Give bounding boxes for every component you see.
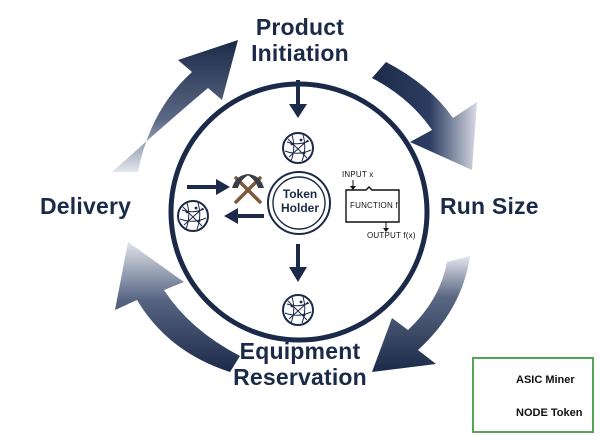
arrow-right-to-miner bbox=[187, 179, 230, 195]
legend-node-token-label: NODE Token bbox=[516, 407, 583, 419]
arrow-left-to-token bbox=[224, 208, 264, 224]
cycle-arrow-bottom-left bbox=[115, 242, 240, 372]
token-holder-label: Token Holder bbox=[272, 187, 328, 216]
arrow-down-top bbox=[289, 80, 307, 118]
function-box bbox=[345, 180, 400, 232]
token-holder-line: Token bbox=[282, 187, 318, 201]
cycle-arrow-top-right bbox=[372, 62, 477, 170]
stage-label-delivery: Delivery bbox=[40, 193, 132, 219]
cycle-arrow-bottom-right bbox=[372, 256, 470, 372]
node-token-icon bbox=[282, 294, 314, 326]
function-output-label: OUTPUT f(x) bbox=[367, 231, 416, 240]
cycle-arrow-top-left bbox=[112, 40, 238, 172]
stage-label-run-size: Run Size bbox=[440, 193, 539, 219]
legend-box: ASIC Miner NODE Token bbox=[472, 357, 594, 433]
token-holder-line: Holder bbox=[280, 201, 319, 216]
function-name-label: FUNCTION f: bbox=[350, 201, 401, 210]
stage-label-line: Product bbox=[255, 14, 345, 40]
function-input-label: INPUT x bbox=[342, 170, 374, 179]
pickaxe-icon bbox=[232, 174, 264, 204]
node-token-icon bbox=[282, 132, 314, 164]
arrow-down-bottom bbox=[289, 244, 307, 282]
legend-asic-miner-label: ASIC Miner bbox=[516, 374, 575, 386]
stage-label-line: Reservation bbox=[233, 364, 367, 391]
stage-label-equipment-reservation: Equipment Reservation bbox=[205, 338, 395, 391]
stage-label-line: Equipment bbox=[239, 338, 361, 364]
stage-label-line: Initiation bbox=[251, 40, 349, 67]
node-token-icon bbox=[177, 200, 209, 232]
token-holder-badge bbox=[267, 171, 331, 235]
stage-label-product-initiation: Product Initiation bbox=[215, 14, 385, 67]
